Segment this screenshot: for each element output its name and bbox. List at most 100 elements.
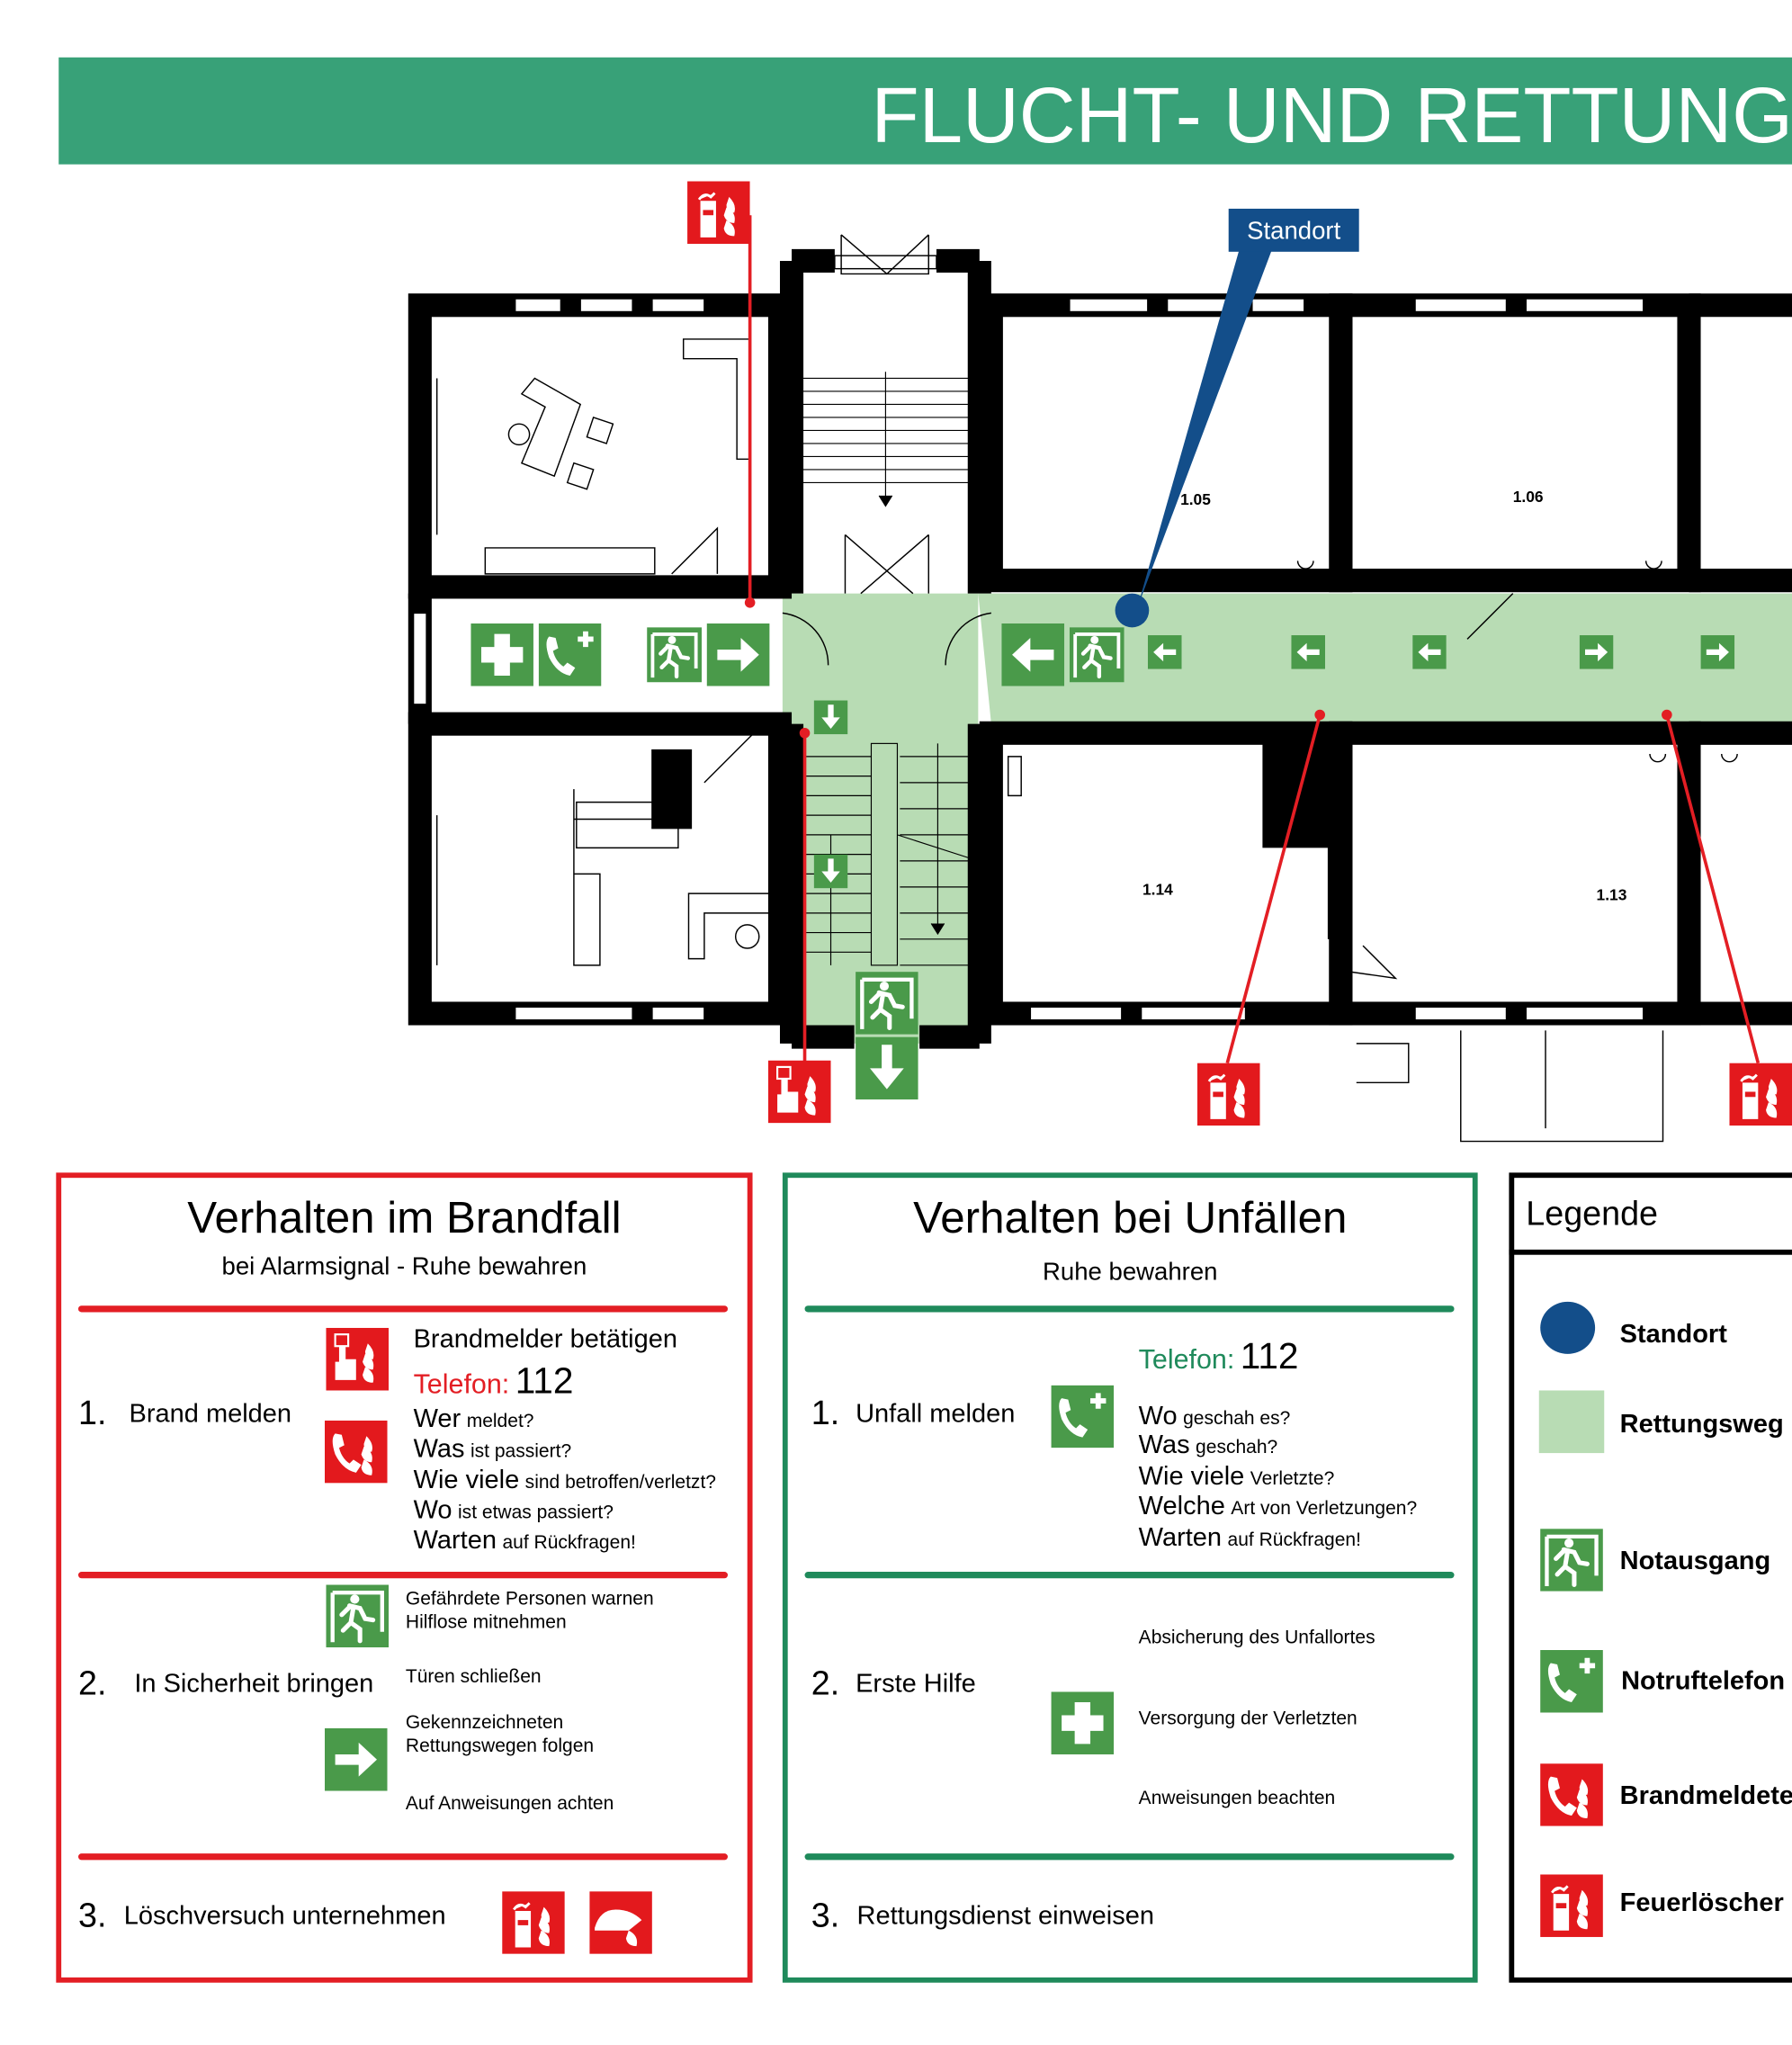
- floor-plan: 1.05 1.06 1.14 1.13 Standort: [408, 208, 1792, 1143]
- instruction: Gefährdete Personen warnen: [405, 1588, 654, 1610]
- escape-route: [782, 593, 1792, 1044]
- arrow-down-icon: [856, 1037, 918, 1100]
- room-1-05: 1.05: [1180, 490, 1211, 508]
- instruction: Gekennzeichneten: [405, 1712, 564, 1734]
- emergency-exit-icon: [1070, 623, 1124, 686]
- furniture: [435, 338, 1738, 966]
- emergency-exit-icon: [1539, 1529, 1604, 1592]
- fire-alarm-call-point-icon: [768, 1061, 831, 1124]
- divider: [804, 1853, 1455, 1861]
- plan-title: FLUCHT- UND RETTUNG: [871, 71, 1792, 159]
- fire-title: Verhalten im Brandfall: [187, 1193, 622, 1243]
- arrow-right-icon: [1580, 635, 1614, 669]
- question-text: geschah?: [1196, 1437, 1278, 1458]
- instruction: Auf Anweisungen achten: [405, 1793, 614, 1815]
- question-text: meldet?: [466, 1411, 534, 1432]
- legend-label: Brandmeldetel: [1619, 1781, 1792, 1811]
- telefon-number: 112: [1240, 1335, 1299, 1377]
- fire-blanket-icon: [589, 1891, 652, 1954]
- fire-alarm-call-point-icon: [326, 1328, 389, 1391]
- legend-label: Notruftelefon: [1621, 1666, 1786, 1696]
- first-aid-icon: [1052, 1691, 1115, 1754]
- question-text: sind betroffen/verletzt?: [524, 1472, 716, 1494]
- question-word: Warten: [413, 1526, 497, 1556]
- fire-extinguisher-icon: [1197, 1063, 1260, 1126]
- step-label: In Sicherheit bringen: [134, 1669, 374, 1699]
- question-text: Verletzte?: [1250, 1468, 1335, 1490]
- arrow-right-icon: [325, 1728, 388, 1791]
- standort-marker: [1115, 593, 1150, 628]
- legend-divider: [1509, 1249, 1792, 1255]
- arrow-left-icon: [1291, 635, 1325, 669]
- arrow-down-icon: [814, 855, 848, 889]
- first-aid-icon: [470, 623, 533, 686]
- room-1-13: 1.13: [1597, 885, 1627, 903]
- standort-label: Standort: [1247, 216, 1340, 244]
- step-label: Rettungsdienst einweisen: [856, 1901, 1154, 1931]
- question-word: Was: [1138, 1431, 1190, 1460]
- emergency-exit-icon: [326, 1585, 389, 1648]
- divider: [77, 1572, 728, 1579]
- legend-label: Rettungsweg: [1619, 1410, 1784, 1440]
- step-label: Unfall melden: [856, 1399, 1016, 1429]
- step-number: 1.: [77, 1393, 107, 1432]
- telefon-number: 112: [515, 1360, 574, 1402]
- step-number: 2.: [811, 1663, 840, 1702]
- instruction: Anweisungen beachten: [1138, 1788, 1336, 1809]
- room-1-06: 1.06: [1513, 488, 1544, 506]
- step-number: 1.: [811, 1393, 840, 1432]
- step-number: 3.: [811, 1895, 840, 1935]
- arrow-left-icon: [997, 623, 1070, 686]
- question-text: auf Rückfragen!: [1227, 1529, 1361, 1551]
- leader-dots: [744, 597, 1672, 739]
- question-word: Wie viele: [413, 1466, 520, 1495]
- question-word: Wer: [413, 1404, 461, 1434]
- fire-phone-icon: [325, 1421, 388, 1484]
- question-text: Art von Verletzungen?: [1231, 1498, 1418, 1520]
- accident-procedure-panel: [782, 1172, 1478, 1983]
- room-labels: 1.05 1.06 1.14 1.13: [1142, 488, 1627, 903]
- instruction: Rettungswegen folgen: [405, 1736, 595, 1757]
- arrow-left-icon: [1148, 635, 1182, 669]
- instruction: Versorgung der Verletzten: [1138, 1709, 1357, 1730]
- instruction: Türen schließen: [405, 1666, 542, 1689]
- arrow-left-icon: [1412, 635, 1447, 669]
- instruction: Hilflose mitnehmen: [405, 1611, 567, 1634]
- step-label: Löschversuch unternehmen: [123, 1901, 446, 1931]
- question-text: auf Rückfragen!: [502, 1532, 636, 1554]
- fire-extinguisher-icon: [687, 182, 750, 245]
- fire-extinguisher-icon: [1729, 1063, 1792, 1126]
- instruction: Absicherung des Unfallortes: [1138, 1628, 1375, 1649]
- divider: [804, 1305, 1455, 1313]
- accident-title: Verhalten bei Unfällen: [913, 1193, 1348, 1243]
- fire-extinguisher-icon: [502, 1891, 565, 1954]
- step-label: Brand melden: [129, 1399, 292, 1429]
- question-text: ist passiert?: [470, 1441, 572, 1463]
- fire-subtitle: bei Alarmsignal - Ruhe bewahren: [221, 1253, 587, 1281]
- room-1-14: 1.14: [1142, 881, 1173, 899]
- telefon-label: Telefon:: [1138, 1344, 1235, 1376]
- pillar: [1327, 737, 1351, 939]
- arrow-right-icon: [702, 623, 775, 686]
- emergency-phone-icon: [1539, 1650, 1604, 1713]
- accident-subtitle: Ruhe bewahren: [1043, 1259, 1218, 1287]
- question-word: Was: [413, 1434, 465, 1464]
- window-openings: [412, 255, 1644, 1021]
- question-word: Wie viele: [1138, 1462, 1245, 1492]
- question-text: geschah es?: [1183, 1408, 1291, 1430]
- emergency-phone-icon: [539, 623, 602, 686]
- arrow-right-icon: [1701, 635, 1735, 669]
- telefon-label: Telefon:: [413, 1369, 510, 1400]
- header-bar: [58, 57, 1792, 165]
- step-number: 3.: [77, 1895, 107, 1935]
- emergency-phone-icon: [1052, 1386, 1115, 1449]
- emergency-exit-icon: [647, 623, 702, 686]
- arrow-down-icon: [814, 701, 848, 735]
- question-word: Welche: [1138, 1492, 1225, 1521]
- fire-extinguisher-icon: [1539, 1874, 1604, 1937]
- divider: [77, 1853, 728, 1861]
- question-word: Warten: [1138, 1523, 1223, 1553]
- standort-callout: [1228, 208, 1359, 252]
- fire-procedure-panel: [56, 1172, 753, 1983]
